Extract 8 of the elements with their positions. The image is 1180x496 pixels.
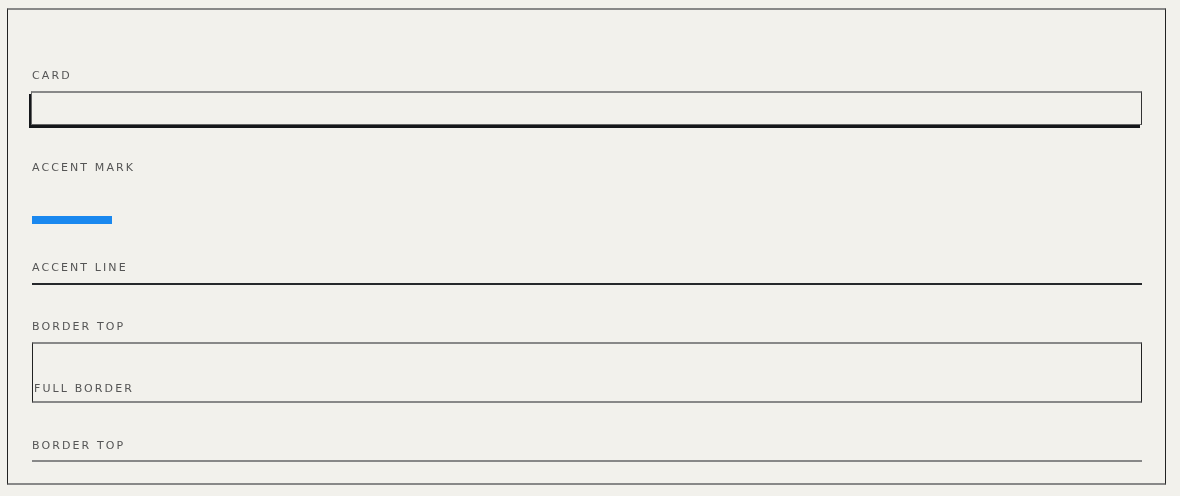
box-label: FULL BORDER xyxy=(34,382,134,396)
section-label: BORDER TOP xyxy=(32,439,126,453)
section-label: ACCENT LINE xyxy=(32,261,128,275)
card-box xyxy=(31,91,1142,125)
section-label: BORDER TOP xyxy=(32,320,126,334)
bordered-box xyxy=(32,342,1142,403)
section-label: ACCENT MARK xyxy=(32,161,136,175)
section-label: CARD xyxy=(32,69,72,83)
